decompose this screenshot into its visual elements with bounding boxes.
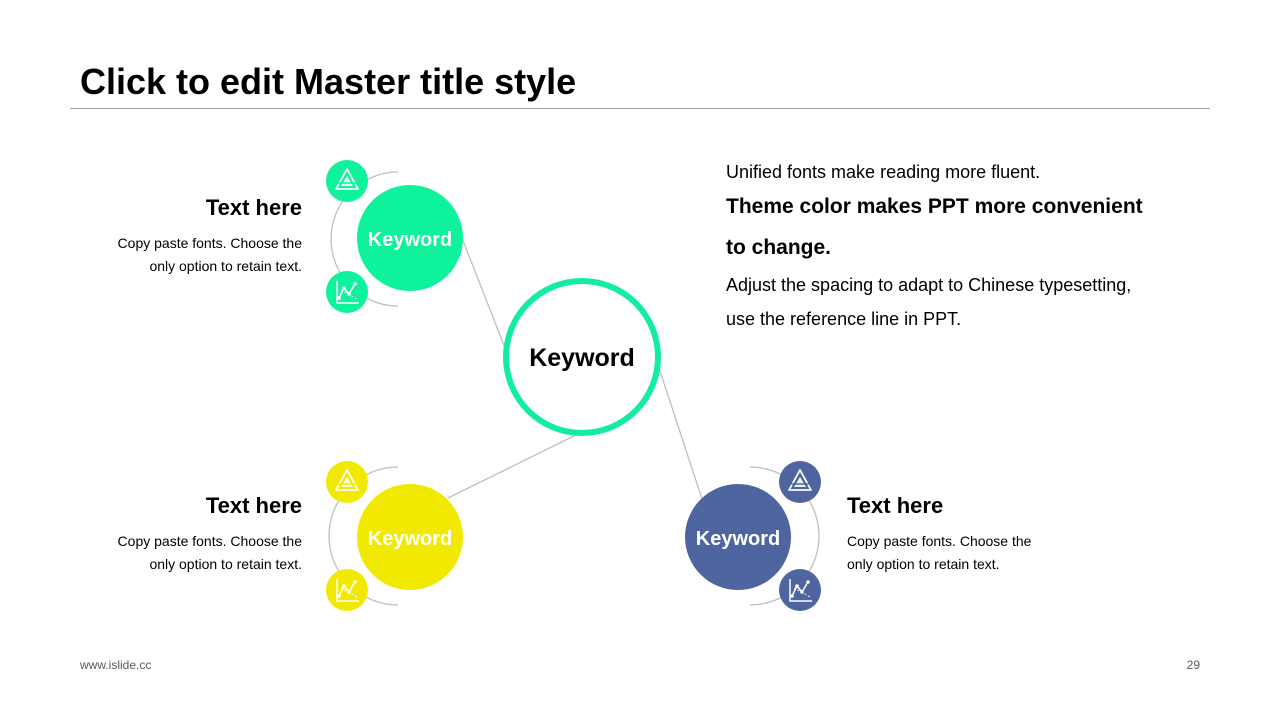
green-triangle-icon	[326, 160, 368, 202]
yellow-block-body-line2: only option to retain text.	[149, 556, 302, 572]
blue-keyword-label: Keyword	[696, 528, 780, 550]
green-arc	[330, 171, 399, 307]
blue-arc	[749, 466, 820, 606]
yellow-keyword-label: Keyword	[368, 528, 452, 550]
green-block-body-line2: only option to retain text.	[149, 258, 302, 274]
info-line-1: Unified fonts make reading more fluent.	[726, 162, 1041, 182]
yellow-keyword-circle	[357, 484, 463, 590]
yellow-chart-icon	[326, 569, 368, 611]
green-block-body: Copy paste fonts. Choose the only option…	[72, 232, 302, 278]
blue-block-body-line2: only option to retain text.	[847, 556, 1000, 572]
green-keyword-circle	[357, 185, 463, 291]
yellow-arc	[328, 466, 399, 606]
yellow-block-body: Copy paste fonts. Choose the only option…	[72, 530, 302, 576]
blue-chart-icon	[779, 569, 821, 611]
info-bold-line-1: Theme color makes PPT more convenient	[726, 195, 1143, 218]
blue-block-heading: Text here	[847, 493, 944, 518]
blue-triangle-icon	[779, 461, 821, 503]
green-chart-icon	[326, 271, 368, 313]
blue-block-body-line1: Copy paste fonts. Choose the	[847, 533, 1032, 549]
info-bold-line-2: to change.	[726, 236, 832, 259]
yellow-block-heading: Text here	[205, 493, 302, 518]
center-ring	[503, 278, 661, 436]
connector-blue	[658, 367, 704, 503]
blue-keyword-circle	[685, 484, 791, 590]
page-number: 29	[1186, 658, 1200, 672]
yellow-triangle-icon	[326, 461, 368, 503]
green-block-heading: Text here	[205, 195, 302, 220]
info-text-block: Unified fonts make reading more fluent. …	[726, 158, 1196, 336]
info-line-3: Adjust the spacing to adapt to Chinese t…	[726, 275, 1132, 295]
blue-block-body: Copy paste fonts. Choose the only option…	[847, 530, 1077, 576]
footer-url: www.islide.cc	[80, 658, 152, 672]
green-keyword-label: Keyword	[368, 229, 452, 251]
yellow-block-body-line1: Copy paste fonts. Choose the	[117, 533, 302, 549]
slide-title: Click to edit Master title style	[80, 61, 577, 102]
green-block-body-line1: Copy paste fonts. Choose the	[117, 235, 302, 251]
title-divider	[70, 108, 1210, 109]
info-line-4: use the reference line in PPT.	[726, 309, 962, 329]
connector-green	[461, 237, 508, 354]
center-keyword: Keyword	[529, 344, 635, 372]
connector-yellow	[447, 433, 579, 499]
